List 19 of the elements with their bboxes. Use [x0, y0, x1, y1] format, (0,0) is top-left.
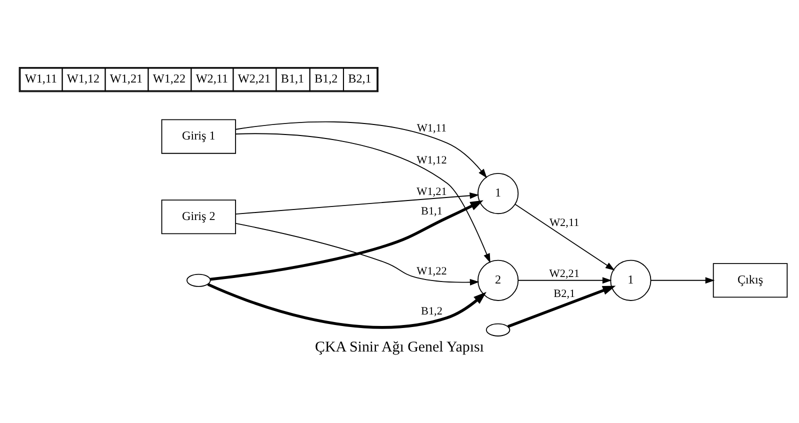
edge-label: W2,21	[549, 268, 580, 280]
label: W2,11	[196, 72, 228, 86]
edge-label: B1,2	[421, 306, 442, 318]
edge-label: B1,1	[421, 206, 442, 218]
edge-label: W1,11	[416, 122, 447, 134]
edge-label: B2,1	[554, 288, 576, 300]
caption: ÇKA Sinir Ağı Genel Yapısı	[315, 340, 484, 356]
label: W2,21	[238, 72, 271, 86]
label: B1,2	[314, 72, 338, 86]
edge-label: W2,11	[550, 216, 580, 229]
label: W1,22	[152, 72, 186, 86]
label: W1,11	[24, 72, 58, 86]
edge-label: W1,12	[416, 154, 447, 166]
edge-label: W1,22	[416, 265, 447, 278]
label: W1,12	[66, 72, 100, 86]
label: B1,1	[280, 72, 304, 86]
label: B2,1	[348, 72, 372, 86]
edge-label: W1,21	[416, 186, 447, 198]
label: W1,21	[110, 72, 143, 86]
